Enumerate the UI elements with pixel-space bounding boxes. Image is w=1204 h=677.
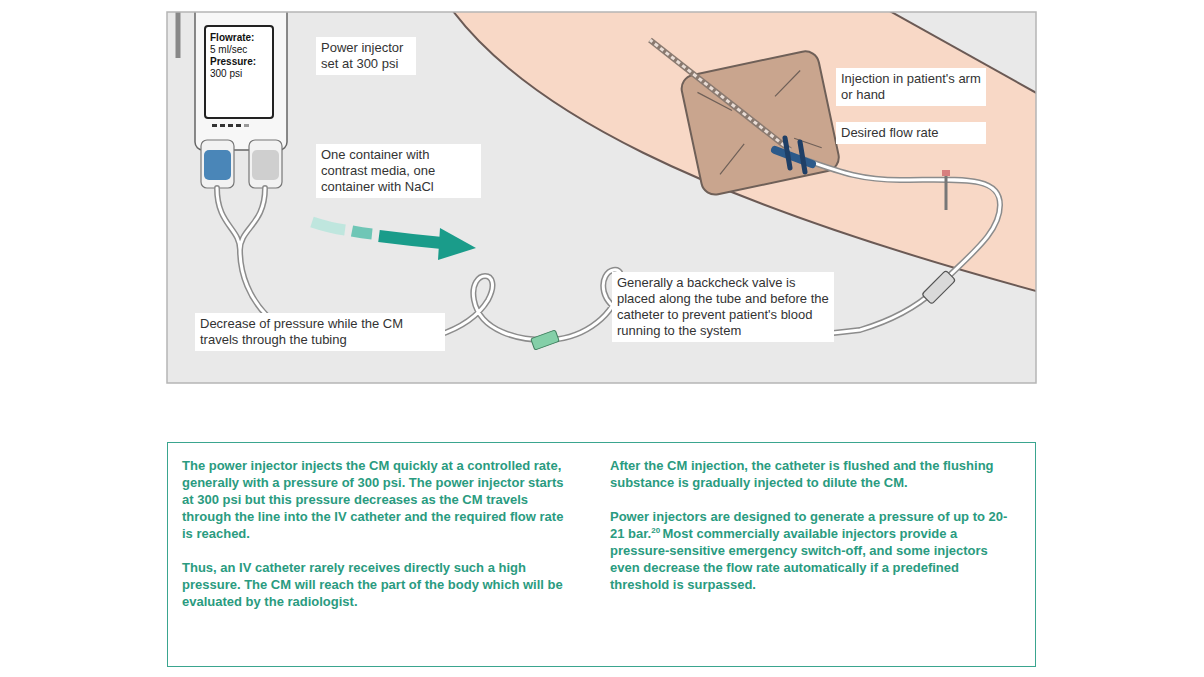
- label-text: Decrease of pressure while the CM travel…: [200, 316, 440, 348]
- label-box: One container with contrast media, one c…: [316, 144, 481, 198]
- paragraph-text: Thus, an IV catheter rarely receives dir…: [182, 560, 563, 609]
- panel-border: [167, 12, 1036, 383]
- label-text: Injection in patient's arm or hand: [841, 71, 981, 103]
- screen-text: Flowrate:: [210, 32, 270, 44]
- label-text: One container with contrast media, one c…: [321, 147, 476, 195]
- screen-text: Pressure:: [210, 56, 270, 68]
- label-box: Desired flow rate: [836, 122, 986, 144]
- label-text: Generally a backcheck valve is placed al…: [617, 275, 829, 339]
- arm-edge: [445, 12, 1036, 292]
- catheter: [650, 40, 790, 150]
- paragraph: Power injectors are designed to generate…: [610, 508, 1020, 593]
- paragraph: The power injector injects the CM quickl…: [182, 457, 572, 542]
- label-text: Power injector set at 300 psi: [321, 40, 411, 72]
- paragraph-text: After the CM injection, the catheter is …: [610, 458, 994, 490]
- label-box: Injection in patient's arm or hand: [836, 68, 986, 106]
- screen-text: 300 psi: [210, 68, 270, 80]
- backcheck-valve: [922, 270, 956, 304]
- label-box: Power injector set at 300 psi: [316, 37, 416, 75]
- screen-text: 5 ml/sec: [210, 44, 270, 56]
- catheter-hub: [775, 138, 812, 172]
- footnote-marker: 20: [651, 526, 660, 535]
- label-text: Desired flow rate: [841, 125, 981, 141]
- arm-skin: [445, 12, 1036, 292]
- screen-display: Flowrate:5 ml/secPressure:300 psi: [208, 31, 272, 81]
- label-box: Decrease of pressure while the CM travel…: [195, 313, 445, 351]
- paragraph: Thus, an IV catheter rarely receives dir…: [182, 559, 572, 610]
- label-box: Generally a backcheck valve is placed al…: [612, 272, 834, 342]
- text-column: After the CM injection, the catheter is …: [610, 457, 1020, 656]
- note-box: The power injector injects the CM quickl…: [167, 442, 1036, 667]
- connector: [531, 330, 560, 350]
- side-port: [942, 170, 950, 210]
- paragraph-text: The power injector injects the CM quickl…: [182, 458, 563, 541]
- injector: [178, 12, 287, 188]
- flow-arrow: [312, 222, 476, 260]
- catheter: [650, 40, 790, 150]
- paragraph: After the CM injection, the catheter is …: [610, 457, 1020, 491]
- paragraph-text: Most commercially available injectors pr…: [610, 526, 988, 592]
- text-column: The power injector injects the CM quickl…: [182, 457, 572, 656]
